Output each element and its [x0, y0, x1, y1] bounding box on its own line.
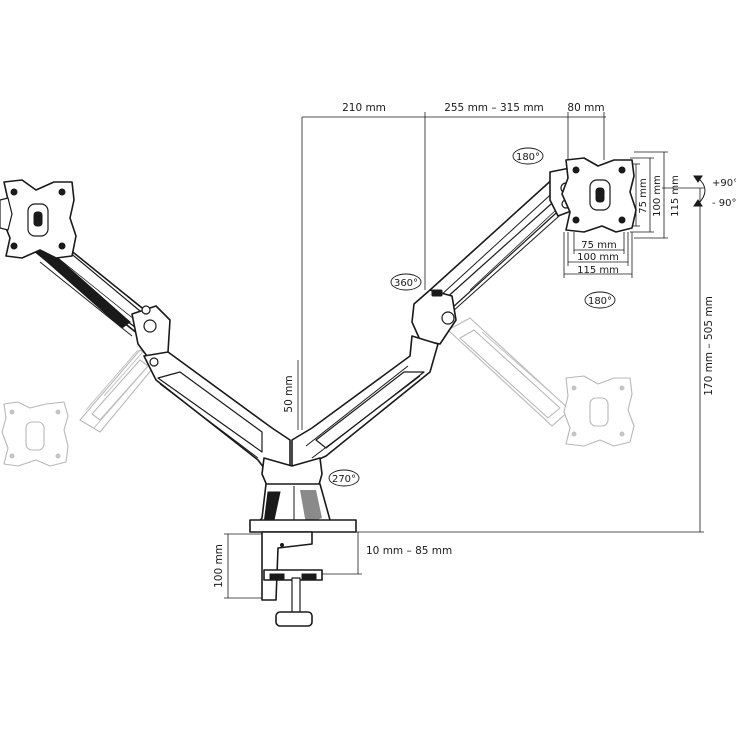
left-monitor-plate: [0, 179, 77, 259]
vesa-v75-label: 75 mm: [638, 178, 649, 213]
clamp-thickness-label: 10 mm – 85 mm: [366, 545, 452, 557]
svg-text:180°: 180°: [588, 296, 612, 307]
left-elbow-joint: [131, 305, 171, 361]
desk-clamp: [249, 519, 357, 627]
vesa-v115-label: 115 mm: [670, 175, 681, 217]
swivel-badge: 360°: [390, 273, 422, 291]
ghost-left-monitor-plate: [1, 401, 69, 467]
rotation-badge-top: 180°: [512, 147, 544, 165]
right-lower-arm: [291, 335, 439, 471]
clamp-height-label: 100 mm: [213, 544, 225, 588]
width-right-label: 80 mm: [567, 102, 604, 114]
rotation-badge-bottom: 180°: [584, 291, 616, 309]
width-middle-label: 255 mm – 315 mm: [444, 102, 544, 114]
left-lower-arm: [143, 351, 291, 477]
vesa-h75-label: 75 mm: [581, 240, 616, 251]
height-range-label: 170 mm – 505 mm: [703, 296, 715, 396]
arm-base-badge: 270°: [328, 469, 360, 487]
tilt-down-label: - 90°: [712, 198, 736, 209]
right-upper-arm: [429, 175, 573, 313]
tilt-arrow-icon: [693, 175, 706, 207]
ghost-right-monitor-plate: [563, 375, 635, 447]
svg-text:360°: 360°: [394, 278, 418, 289]
ghost-left-arm: [79, 345, 159, 433]
vesa-h100-label: 100 mm: [577, 252, 619, 263]
tilt-up-label: +90°: [712, 178, 736, 189]
dimension-lines: [224, 112, 704, 599]
vesa-v100-label: 100 mm: [652, 175, 663, 217]
center-pole: [251, 457, 345, 531]
right-elbow-joint: [411, 289, 457, 345]
right-monitor-plate: [561, 157, 637, 233]
vesa-h115-label: 115 mm: [577, 265, 619, 276]
vesa-dimension-lines: [563, 151, 668, 278]
svg-text:270°: 270°: [332, 474, 356, 485]
svg-text:180°: 180°: [516, 152, 540, 163]
width-left-label: 210 mm: [342, 102, 386, 114]
base-offset-label: 50 mm: [283, 375, 295, 412]
ghost-right-arm: [447, 317, 571, 427]
